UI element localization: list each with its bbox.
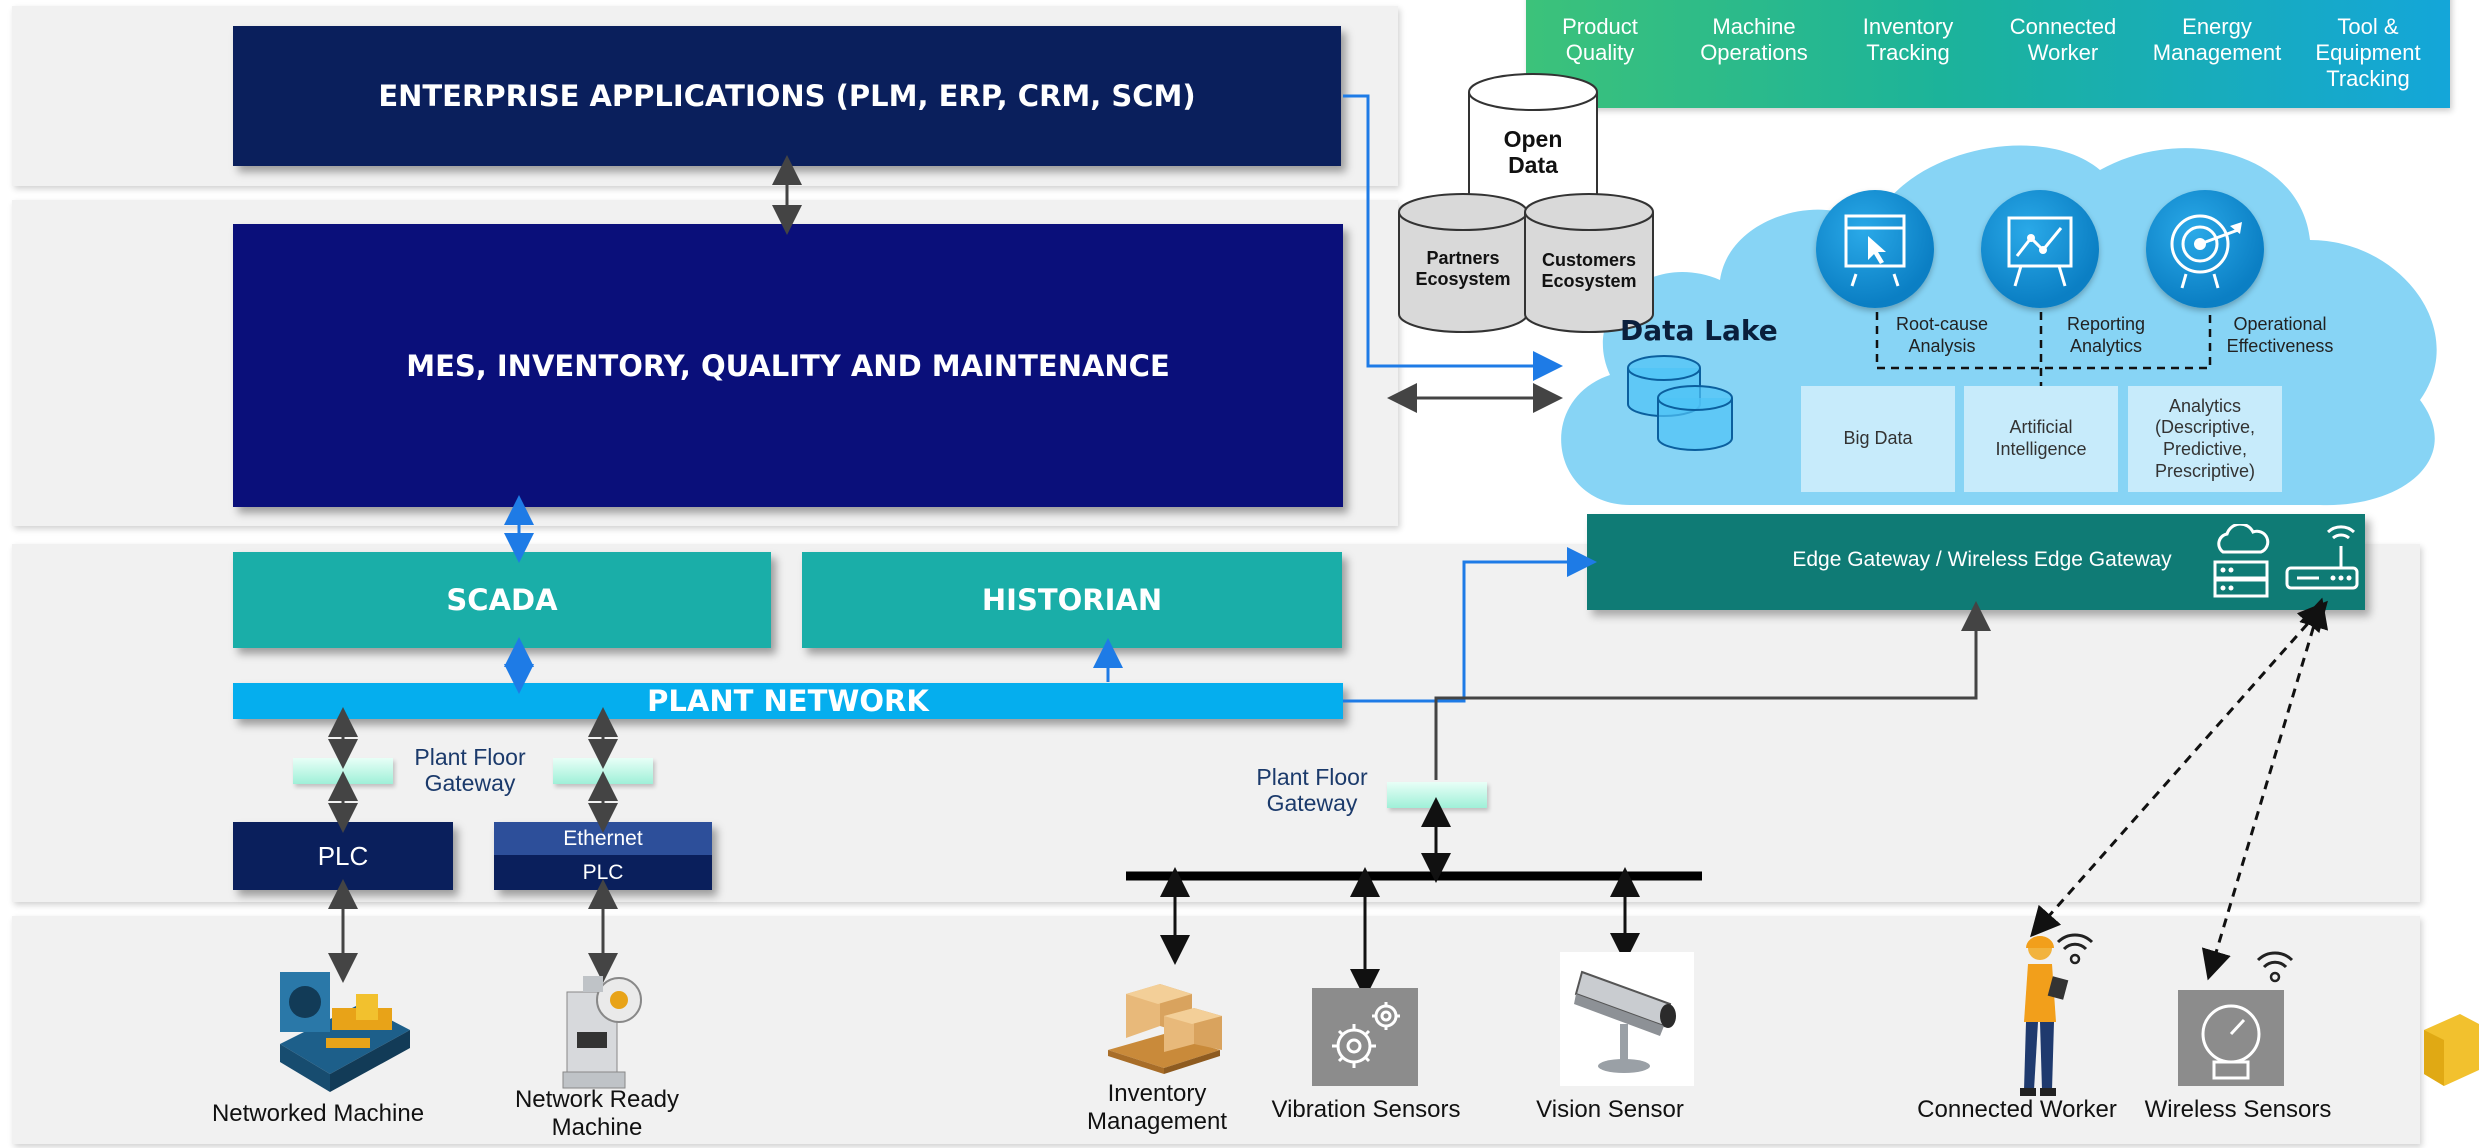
edge-gateway-box: Edge Gateway / Wireless Edge Gateway <box>1587 514 2365 610</box>
analytics-box: Analytics (Descriptive, Predictive, Pres… <box>2128 386 2282 492</box>
partners-ecosystem-label: Partners Ecosystem <box>1415 248 1511 289</box>
historian-label: HISTORIAN <box>981 583 1163 617</box>
plant-network-bar: PLANT NETWORK <box>233 683 1343 719</box>
network-ready-machine-label: Network Ready Machine <box>514 1086 680 1141</box>
vibration-sensors-label: Vibration Sensors <box>1271 1096 1461 1123</box>
inventory-boxes-icon <box>1108 984 1222 1074</box>
wireless-sensors-label: Wireless Sensors <box>2144 1096 2332 1123</box>
cloud-server-icon <box>2213 524 2270 598</box>
ethernet-label: Ethernet <box>563 826 643 850</box>
root-cause-analysis-label: Root-cause Analysis <box>1895 314 1989 356</box>
vision-sensor-camera-icon <box>1560 952 1694 1086</box>
data-lake-title: Data Lake <box>1620 314 1778 347</box>
reporting-analytics-icon <box>1981 190 2099 308</box>
connected-worker-label: Connected Worker <box>1917 1096 2117 1123</box>
mes-box: MES, INVENTORY, QUALITY AND MAINTENANCE <box>233 224 1343 507</box>
plc-label: PLC <box>317 840 369 871</box>
ethernet-plc-label: PLC <box>582 860 624 884</box>
enterprise-applications-label: ENTERPRISE APPLICATIONS (PLM, ERP, CRM, … <box>378 79 1196 113</box>
vision-sensor-label: Vision Sensor <box>1536 1096 1684 1123</box>
plc-box: PLC <box>233 822 453 890</box>
plant-network-label: PLANT NETWORK <box>647 684 929 718</box>
use-case-tool-equipment-tracking: Tool & Equipment Tracking <box>2315 14 2421 91</box>
use-case-banner <box>1526 0 2450 108</box>
big-data-box: Big Data <box>1801 386 1955 492</box>
scada-label: SCADA <box>446 583 558 617</box>
networked-machine-icon <box>280 972 410 1092</box>
reporting-analytics-label: Reporting Analytics <box>2066 314 2146 356</box>
connected-worker-wifi-icon <box>2056 933 2094 965</box>
vibration-sensor-icon <box>1312 988 1418 1086</box>
edge-gateway-label: Edge Gateway / Wireless Edge Gateway <box>1792 548 2172 571</box>
inventory-management-label: Inventory Management <box>1086 1080 1228 1135</box>
wireless-sensor-wifi-icon <box>2256 951 2294 983</box>
enterprise-applications-box: ENTERPRISE APPLICATIONS (PLM, ERP, CRM, … <box>233 26 1341 166</box>
historian-box: HISTORIAN <box>802 552 1342 648</box>
use-case-connected-worker: Connected Worker <box>2009 14 2117 65</box>
decorative-cube-icon <box>2424 1014 2479 1086</box>
use-case-machine-operations: Machine Operations <box>1700 14 1808 65</box>
mes-label: MES, INVENTORY, QUALITY AND MAINTENANCE <box>406 348 1170 383</box>
scada-box: SCADA <box>233 552 771 648</box>
plant-floor-gateway-right-label: Plant Floor Gateway <box>1256 764 1368 817</box>
use-case-product-quality: Product Quality <box>1562 14 1638 65</box>
open-data-label: Open Data <box>1503 126 1563 179</box>
use-case-energy-management: Energy Management <box>2152 14 2282 65</box>
plant-floor-gateway-left-label: Plant Floor Gateway <box>414 744 526 797</box>
analytics-label: Analytics (Descriptive, Predictive, Pres… <box>2154 395 2256 481</box>
data-lake-database-icon <box>1627 355 1733 451</box>
customers-ecosystem-label: Customers Ecosystem <box>1541 250 1637 291</box>
big-data-label: Big Data <box>1843 428 1913 449</box>
operational-effectiveness-icon <box>2146 190 2264 308</box>
network-ready-machine-icon <box>562 976 642 1089</box>
artificial-intelligence-box: Artificial Intelligence <box>1964 386 2118 492</box>
wireless-router-icon <box>2285 525 2359 590</box>
connected-worker-icon <box>2020 936 2069 1096</box>
wireless-sensor-gauge-icon <box>2178 990 2284 1086</box>
networked-machine-label: Networked Machine <box>211 1100 425 1127</box>
partners-ecosystem-cylinder <box>1398 193 1528 333</box>
artificial-intelligence-label: Artificial Intelligence <box>1995 417 2087 459</box>
use-case-inventory-tracking: Inventory Tracking <box>1862 14 1954 65</box>
root-cause-analysis-icon <box>1816 190 1934 308</box>
operational-effectiveness-label: Operational Effectiveness <box>2226 314 2334 356</box>
customers-ecosystem-cylinder <box>1524 193 1654 333</box>
